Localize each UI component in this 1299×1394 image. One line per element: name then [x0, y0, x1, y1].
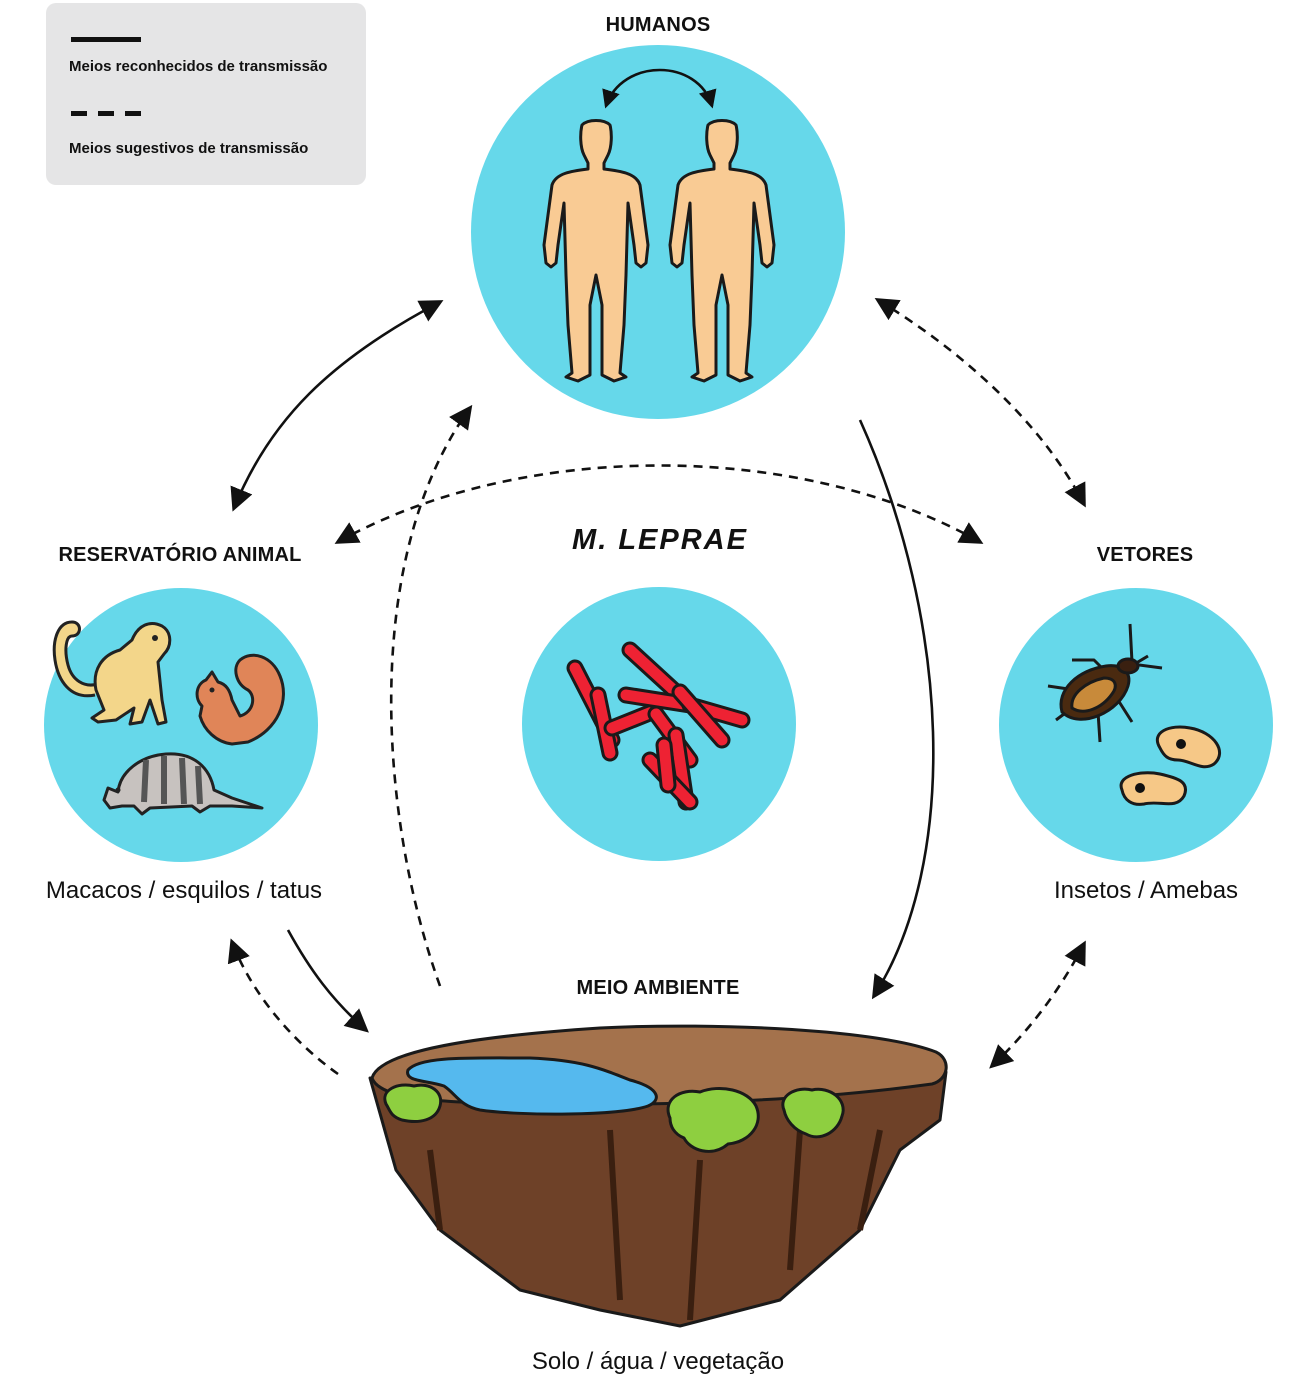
humans-circle [471, 45, 845, 419]
environment-title: MEIO AMBIENTE [576, 977, 740, 999]
human-figures-icon [542, 119, 776, 383]
floating-island-icon [368, 1024, 948, 1328]
squirrel-icon [195, 653, 285, 746]
legend: Meios reconhecidos de transmissão Meios … [46, 3, 366, 185]
vectors-caption: Insetos / Amebas [1053, 877, 1239, 904]
monkey-squirrel-armadillo-icon [52, 620, 285, 816]
arrow-animal-reservoir-vectors [334, 464, 984, 544]
arrow-environment-humans [389, 404, 473, 987]
insect-icon [1047, 623, 1163, 743]
legend-solid-line [71, 37, 141, 42]
arrow-humans-environment [858, 419, 935, 1000]
m-leprae-title: M. LEPRAE [572, 524, 748, 556]
bacilli-icon [566, 641, 751, 811]
amoeba-icon [1119, 725, 1221, 806]
legend-dashed-label: Meios sugestivos de transmissão [69, 140, 309, 157]
arrow-humans-animal-reservoir [230, 300, 444, 512]
environment-caption: Solo / água / vegetação [531, 1348, 785, 1375]
island-side [368, 1070, 948, 1328]
arrow-humans-vectors [874, 297, 1086, 508]
monkey-icon [90, 622, 172, 726]
arrow-humans-humans [602, 68, 717, 109]
legend-solid-label: Meios reconhecidos de transmissão [69, 58, 328, 75]
arrow-animal-reservoir-environment [286, 929, 369, 1033]
animal-reservoir-caption: Macacos / esquilos / tatus [45, 877, 323, 904]
monkey-tail-icon [52, 620, 99, 698]
island-water [406, 1056, 658, 1116]
animal-reservoir-circle [44, 588, 318, 862]
animal-reservoir-title: RESERVATÓRIO ANIMAL [58, 544, 302, 566]
arrow-environment-animal-reservoir [227, 938, 339, 1076]
vectors-title: VETORES [1096, 544, 1194, 566]
vectors-circle [999, 588, 1273, 862]
insect-amoeba-icon [1047, 623, 1221, 806]
legend-dashed-line [71, 111, 141, 116]
humans-title: HUMANOS [605, 14, 711, 36]
arrow-vectors-environment [989, 940, 1086, 1069]
